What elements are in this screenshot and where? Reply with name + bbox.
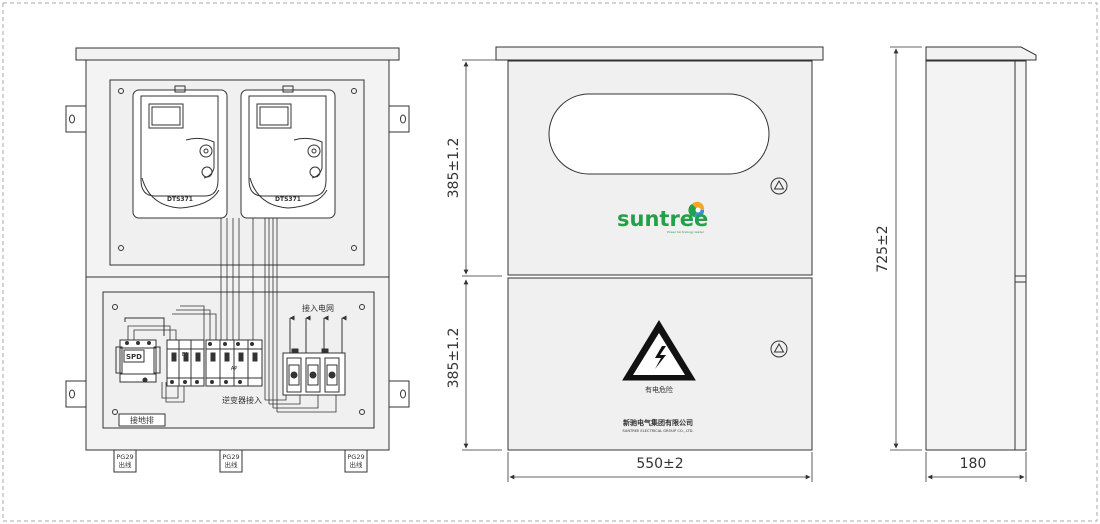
dim-depth: 180 (960, 456, 987, 472)
warning-text: 有电危险 (645, 385, 673, 394)
door-exterior-view (462, 46, 824, 482)
outlet-3-code: PG29 (347, 453, 364, 461)
energy-meter-2 (240, 85, 336, 219)
meter-2-label: DTS371 (275, 196, 301, 203)
inverter-label: 逆变器接入 (222, 395, 262, 405)
roof-cap (75, 47, 400, 61)
dim-lower-height: 385±1.2 (446, 328, 462, 389)
dimension-lines-side (890, 46, 1027, 482)
grid-terminals (282, 315, 347, 396)
dim-upper-height: 385±1.2 (446, 138, 462, 199)
breaker-bank (166, 339, 263, 387)
side-roof (925, 46, 1037, 61)
door-roof (495, 46, 824, 61)
outlet-2-text: 出线 (225, 460, 239, 469)
brand-tagline: Power technology leader (667, 230, 705, 234)
outlet-2-code: PG29 (222, 453, 239, 461)
dim-width: 550±2 (636, 456, 683, 472)
brand-logo-icon (688, 201, 705, 218)
breaker-label-1: EA (182, 352, 189, 358)
energy-meter-1 (132, 85, 228, 219)
warning-icon (622, 320, 696, 381)
meter-wires (220, 218, 337, 413)
ground-bar-box (118, 413, 166, 427)
viewing-window (548, 93, 770, 175)
meter-1-label: DTS371 (167, 196, 193, 203)
grid-label: 接入电网 (302, 303, 334, 313)
lock-icon (770, 177, 788, 195)
brand-name: suntree (617, 207, 708, 231)
front-interior-view (65, 47, 410, 473)
outlet-box-2 (219, 449, 243, 473)
outlet-box-3 (344, 449, 368, 473)
company-name-cn: 新驰电气集团有限公司 (623, 418, 693, 427)
breaker-label-2: AP (231, 366, 237, 372)
outlet-box-1 (113, 449, 137, 473)
ground-bar-label: 接地排 (130, 415, 154, 425)
outlet-1-text: 出线 (119, 460, 133, 469)
company-name-en: SUNTREE ELECTRICAL GROUP CO., LTD. (622, 429, 693, 433)
lock-icon (770, 340, 788, 358)
dim-total-height: 725±2 (875, 225, 891, 272)
outlet-1-code: PG29 (116, 453, 133, 461)
side-body (925, 60, 1027, 451)
spd-label: SPD (126, 353, 142, 361)
outlet-3-text: 出线 (350, 460, 364, 469)
mounting-tabs (65, 105, 410, 408)
spd-wires (127, 305, 217, 403)
surge-protector (115, 317, 165, 383)
side-view (890, 46, 1037, 482)
dimension-lines-door (462, 59, 813, 482)
